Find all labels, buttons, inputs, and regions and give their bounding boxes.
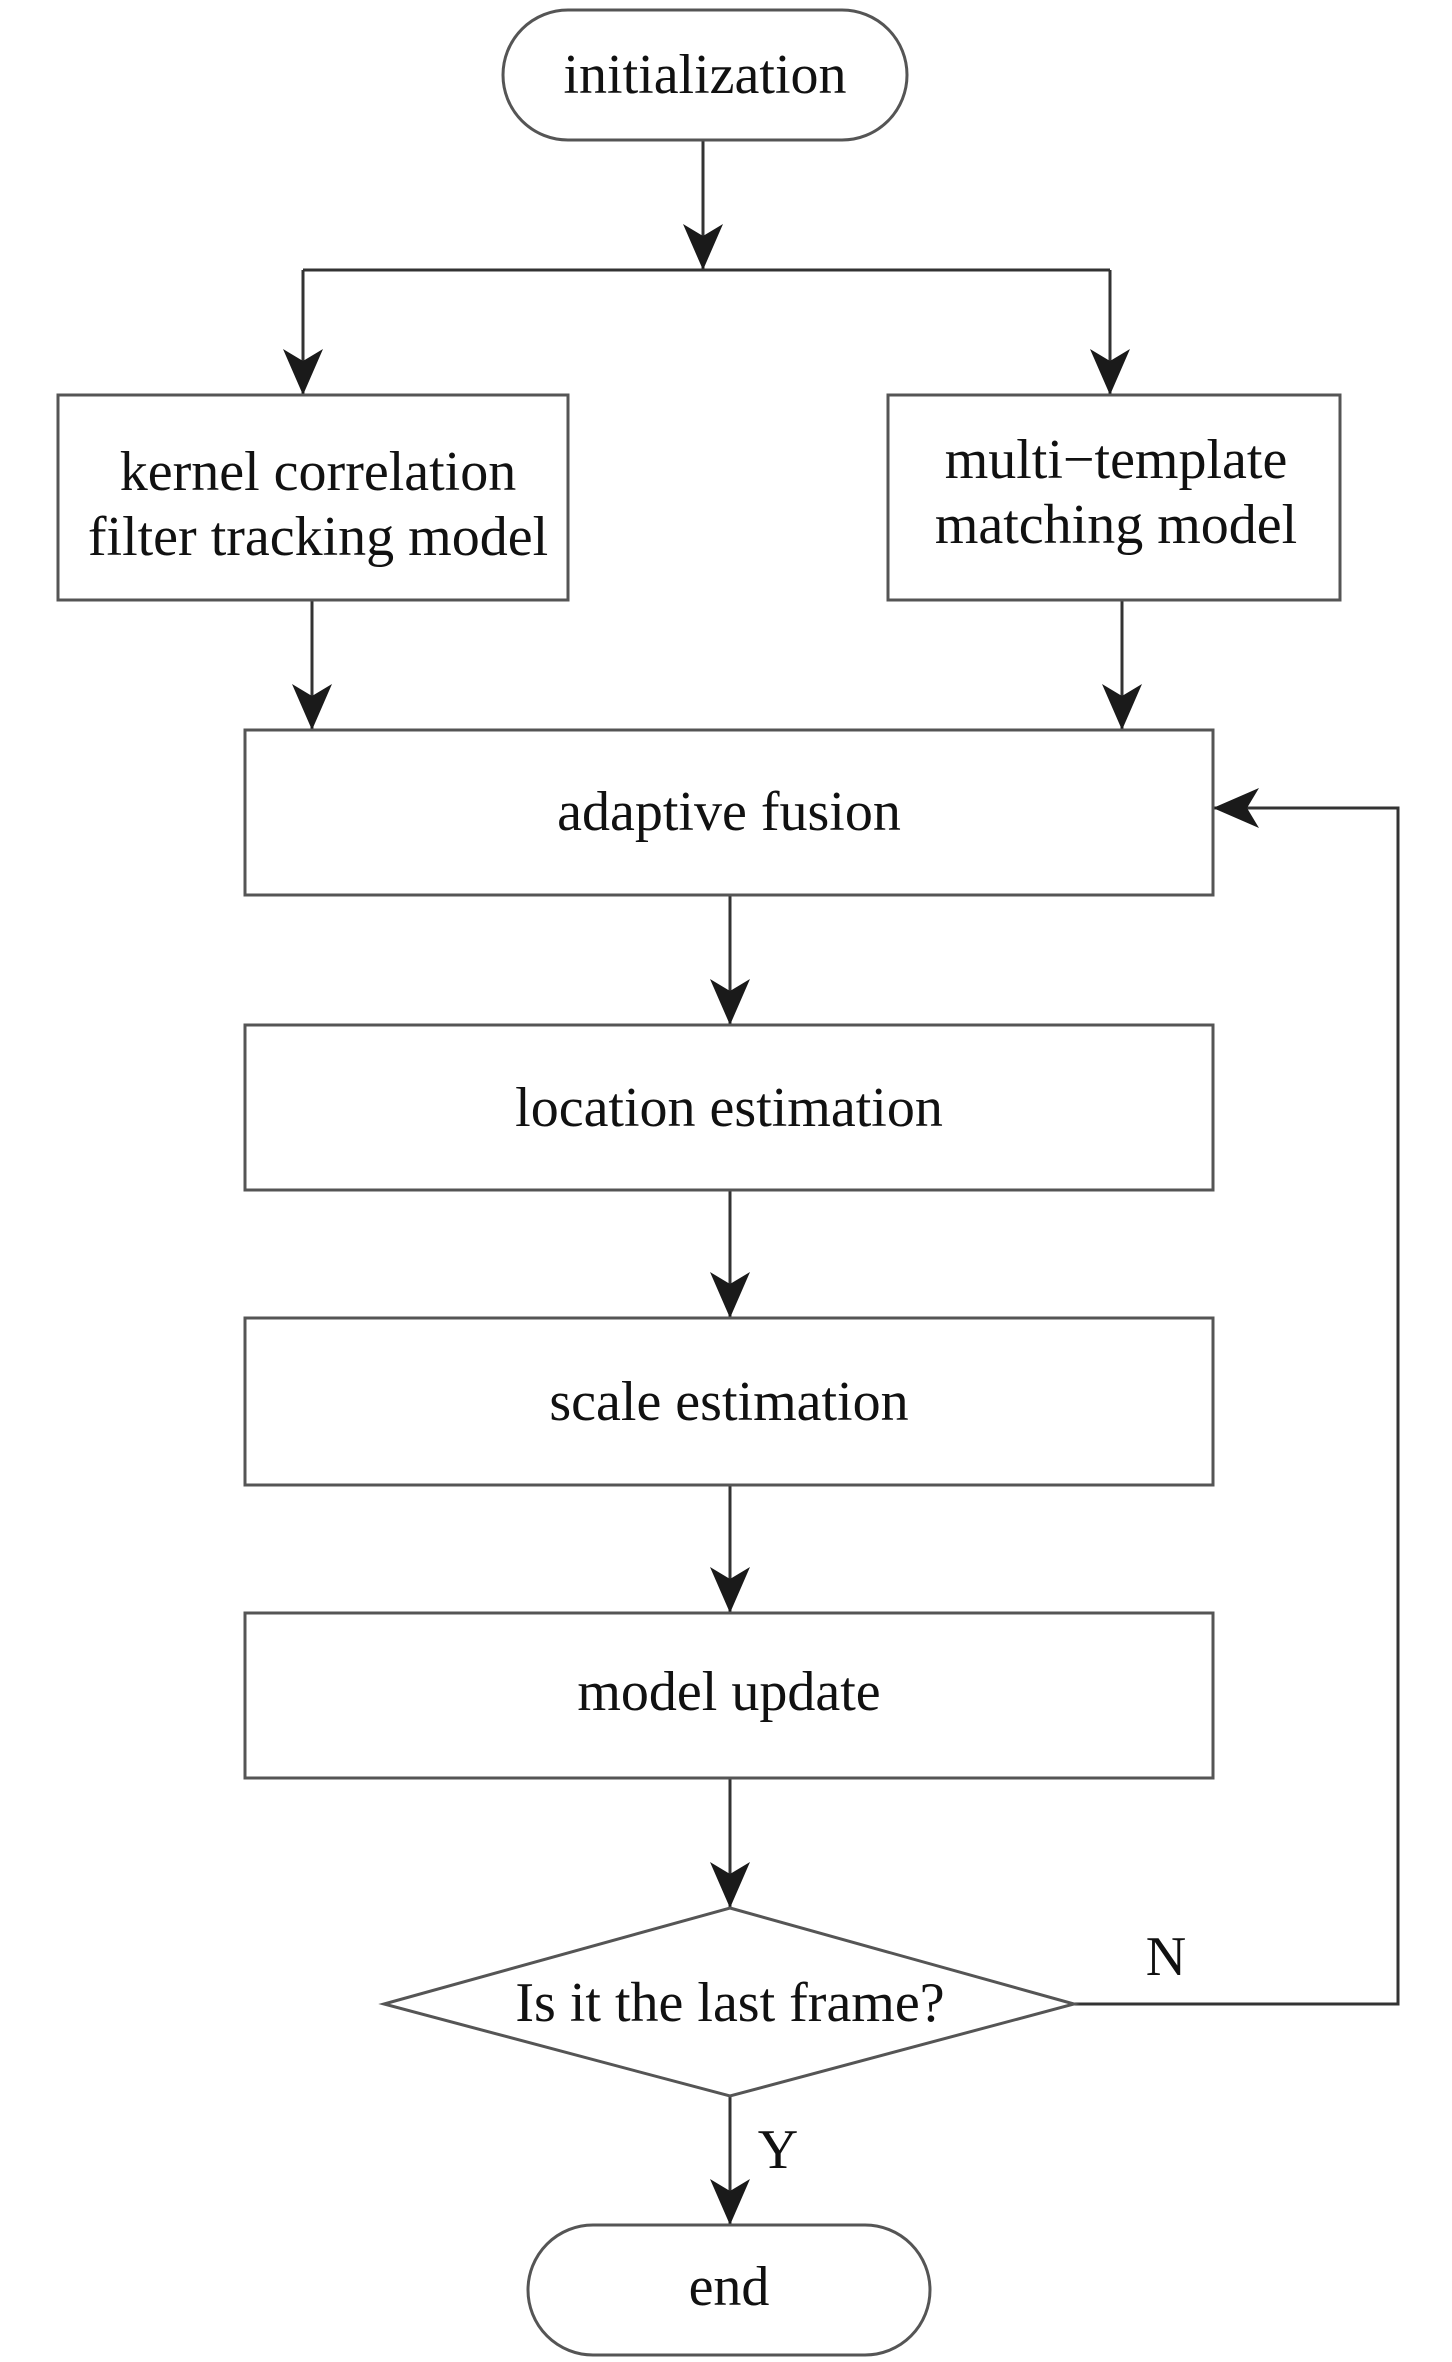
adaptive-fusion-label: adaptive fusion <box>557 781 901 843</box>
end-label: end <box>689 2256 770 2318</box>
model-update-label: model update <box>577 1661 880 1723</box>
multitemplate-label-line2: matching model <box>935 494 1297 556</box>
node-scale-estimation: scale estimation <box>243 1316 1215 1487</box>
node-kernel-correlation-filter: kernel correlation filter tracking model <box>56 393 570 602</box>
node-end: end <box>526 2223 932 2357</box>
node-adaptive-fusion: adaptive fusion <box>243 728 1215 897</box>
location-estimation-label: location estimation <box>515 1077 943 1139</box>
edge-label-no: N <box>1146 1926 1186 1988</box>
multitemplate-label-line1: multi−template <box>945 429 1288 491</box>
node-model-update: model update <box>243 1611 1215 1780</box>
kernel-label-line2: filter tracking model <box>88 506 548 568</box>
node-initialization: initialization <box>501 8 909 142</box>
edge-decision-no-loop <box>1074 788 1400 2006</box>
node-location-estimation: location estimation <box>243 1023 1215 1192</box>
node-decision-last-frame: Is it the last frame? <box>378 1906 1080 2098</box>
scale-estimation-label: scale estimation <box>549 1371 908 1433</box>
edge-label-yes: Y <box>758 2119 798 2181</box>
decision-label: Is it the last frame? <box>515 1972 944 2034</box>
kernel-label-line1: kernel correlation <box>120 441 516 503</box>
node-multi-template-matching: multi−template matching model <box>886 393 1342 602</box>
initialization-label: initialization <box>563 44 846 106</box>
connectors <box>283 140 1400 2225</box>
